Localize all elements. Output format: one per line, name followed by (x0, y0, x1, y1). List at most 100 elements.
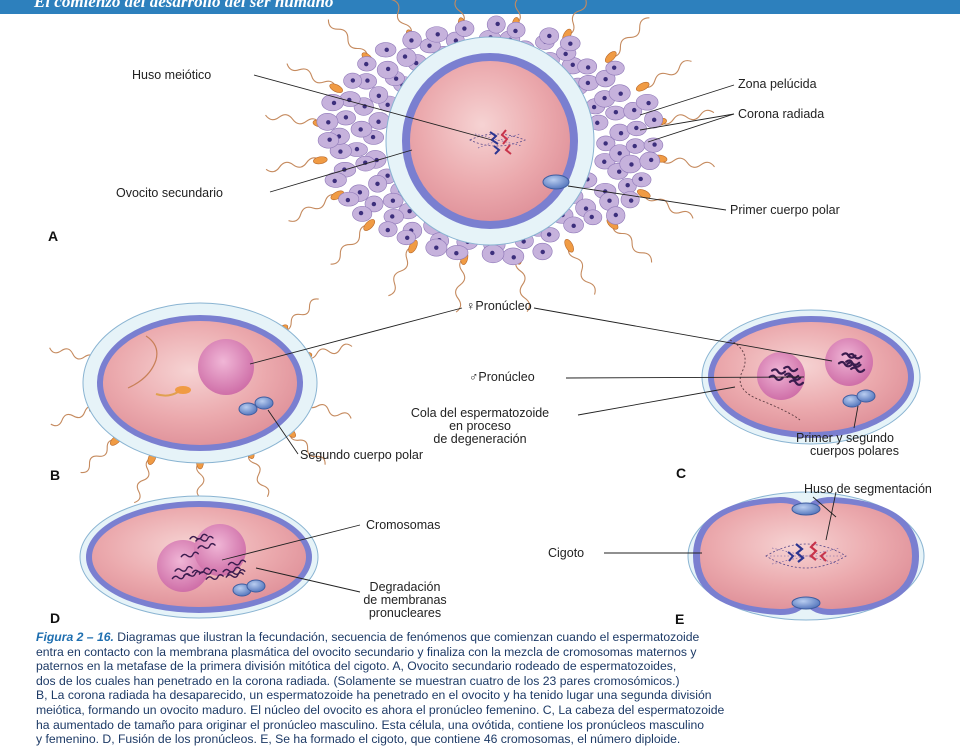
sperm-tail-inside (127, 335, 158, 389)
label-degradacion-l3: pronucleares (368, 606, 442, 620)
polar-body-b2 (254, 396, 274, 410)
corona-cell (350, 120, 373, 138)
sperm (635, 60, 692, 92)
sperm-tail-inside-2 (155, 391, 179, 397)
corona-cell (335, 110, 356, 126)
label-primer-segundo-l2: cuerpos polares (810, 444, 899, 458)
corona-cell (343, 72, 362, 89)
chromatin-strand (837, 360, 854, 368)
corona-cell (425, 26, 448, 43)
sperm-head-inside (175, 386, 191, 394)
corona-cell (378, 221, 398, 238)
chromatin-strand (850, 366, 866, 373)
chromatin-strand (770, 368, 787, 375)
corona-cell (559, 35, 581, 52)
corona-cell (620, 191, 640, 209)
panel-letter-d: D (50, 610, 61, 626)
caption-figure-number: Figura 2 – 16. (36, 630, 114, 644)
polar-body-e2 (791, 596, 821, 610)
panel-d-drawing (79, 495, 319, 619)
chromosome-strand (227, 559, 247, 566)
page-header: El comienzo del desarrollo del ser human… (0, 0, 960, 14)
corona-cell (486, 15, 506, 34)
corona-cell (368, 174, 388, 193)
chromatin-strand (846, 361, 862, 368)
corona-cell (632, 172, 652, 188)
oocyte-cytoplasm (410, 61, 570, 221)
corona-cell (357, 56, 377, 72)
corona-cell (321, 94, 344, 112)
corona-cell (626, 120, 647, 137)
caption-line-0-text: Diagramas que ilustran la fecundación, s… (117, 630, 700, 644)
chromosome-strand (180, 551, 199, 558)
sperm (604, 17, 650, 63)
corona-cell (606, 206, 626, 225)
label-primer-segundo: Primer y segundo cuerpos polares (796, 432, 960, 458)
corona-cell (317, 132, 339, 149)
corona-cell (369, 86, 389, 104)
degenerating-tail (729, 339, 801, 421)
sperm (265, 156, 328, 173)
corona-cell (639, 151, 661, 171)
corona-cell (578, 74, 599, 91)
caption-line-1: entra en contacto con la membrana plasmá… (36, 644, 697, 659)
corona-cell (625, 138, 645, 154)
figure-caption: Figura 2 – 16. Diagramas que ilustran la… (36, 630, 948, 747)
label-ovocito-secundario: Ovocito secundario (116, 186, 224, 200)
label-huso-meiotico: Huso meiótico (132, 68, 212, 82)
label-primer-cuerpo-polar: Primer cuerpo polar (730, 203, 840, 217)
chromosome-strand (189, 533, 208, 540)
sperm (637, 189, 694, 219)
first-polar-body (542, 174, 570, 190)
corona-cell (316, 113, 339, 131)
corona-cell (329, 142, 352, 160)
corona-cell (396, 48, 417, 67)
corona-cell (635, 93, 659, 111)
chromosome-strand (197, 542, 216, 549)
label-degradacion: Degradación de membranas pronucleares (340, 581, 470, 620)
chromosome-strand (182, 570, 202, 577)
caption-line-2: paternos en la metafase de la primera di… (36, 659, 677, 674)
corona-cell (608, 84, 631, 102)
corona-cell (402, 31, 422, 50)
chromosome-strand (222, 566, 241, 573)
polar-body-e1 (791, 502, 821, 516)
chromatin-strand (768, 374, 784, 382)
chromosome-strand (205, 573, 224, 580)
panel-e-drawing (687, 491, 925, 621)
polar-body-b1 (238, 402, 258, 416)
sperm (652, 154, 715, 168)
corona-cell (596, 135, 616, 152)
corona-cell (374, 42, 397, 58)
label-corona-radiada: Corona radiada (738, 107, 825, 121)
label-huso-segmentacion: Huso de segmentación (804, 482, 932, 496)
corona-cell (605, 105, 626, 121)
meiotic-spindle (469, 129, 527, 155)
corona-cell (619, 154, 642, 174)
label-segundo-cuerpo-polar: Segundo cuerpo polar (300, 448, 424, 462)
corona-cell (376, 60, 399, 79)
corona-cell (355, 73, 377, 90)
panel-b-drawing (49, 298, 353, 511)
panel-letter-b: B (50, 467, 61, 483)
polar-body-d2 (246, 579, 266, 593)
corona-cell (605, 60, 625, 76)
leader-lines (221, 74, 859, 593)
label-cola-l3: de degeneración (433, 432, 527, 446)
cleavage-spindle (765, 541, 847, 569)
chromatin-strand (847, 353, 863, 360)
corona-cell (532, 242, 553, 261)
corona-cell (599, 192, 620, 211)
caption-line-3: dos de los cuales han penetrado en la co… (36, 673, 680, 688)
corona-cell (364, 195, 384, 213)
corona-cell (506, 21, 526, 39)
label-degradacion-l2: de membranas (363, 593, 447, 607)
label-primer-segundo-l1: Primer y segundo (796, 431, 894, 445)
fertilization-diagram (49, 0, 925, 621)
sperm (330, 219, 376, 265)
chromosome-strand (198, 568, 218, 575)
chromosomes-d (171, 533, 247, 580)
chromosome-strand (174, 565, 193, 572)
panel-c-drawing (701, 309, 921, 445)
corona-cell (446, 245, 469, 261)
